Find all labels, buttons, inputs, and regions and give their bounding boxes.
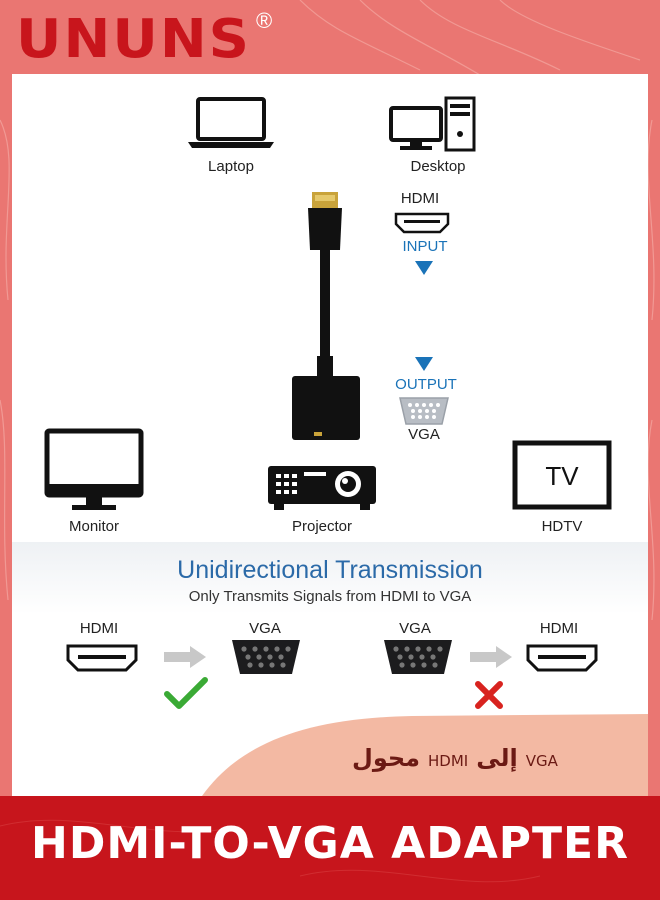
arabic-word-1: محول bbox=[352, 744, 421, 772]
desktop-icon bbox=[389, 96, 476, 152]
blocked-arrow-icon bbox=[470, 646, 512, 668]
decorative-wave bbox=[202, 714, 648, 796]
desktop-label: Desktop bbox=[410, 158, 466, 175]
brand-logo: UNUNS bbox=[16, 8, 252, 71]
allowed-vga-port-icon bbox=[232, 640, 300, 674]
arabic-word-4: VGA bbox=[525, 752, 558, 770]
laptop-label: Laptop bbox=[208, 158, 254, 175]
projector-icon bbox=[268, 466, 376, 510]
output-arrow-down-icon bbox=[415, 357, 433, 371]
adapter-cable-image bbox=[292, 192, 360, 440]
check-icon bbox=[164, 677, 208, 709]
projector-label: Projector bbox=[291, 518, 353, 535]
blocked-to-label: HDMI bbox=[539, 620, 579, 637]
allowed-arrow-icon bbox=[164, 646, 206, 668]
blocked-hdmi-port-icon bbox=[526, 644, 598, 672]
vga-port-icon bbox=[399, 397, 449, 425]
hdmi-port-icon bbox=[394, 212, 450, 234]
hdmi-input-port-label: HDMI bbox=[400, 190, 440, 207]
registered-mark: ® bbox=[256, 8, 273, 33]
blocked-from-label: VGA bbox=[399, 620, 431, 637]
laptop-icon bbox=[188, 97, 274, 148]
output-label: OUTPUT bbox=[395, 376, 457, 393]
arabic-word-2: HDMI bbox=[428, 752, 469, 770]
transmission-subtitle: Only Transmits Signals from HDMI to VGA bbox=[188, 588, 472, 605]
arabic-word-3: إلى bbox=[476, 744, 518, 772]
monitor-label: Monitor bbox=[68, 518, 120, 535]
allowed-from-label: HDMI bbox=[79, 620, 119, 637]
transmission-title: Unidirectional Transmission bbox=[177, 556, 483, 584]
tv-icon: TV bbox=[512, 440, 612, 510]
cross-icon bbox=[475, 681, 503, 709]
diagram-panel: Laptop Desktop HDMI INPUT bbox=[12, 74, 648, 796]
blocked-vga-port-icon bbox=[384, 640, 452, 674]
transmission-section-band bbox=[12, 542, 648, 722]
allowed-hdmi-port-icon bbox=[66, 644, 138, 672]
input-arrow-down-icon bbox=[415, 261, 433, 275]
input-label: INPUT bbox=[402, 238, 448, 255]
hdtv-label: HDTV bbox=[541, 518, 583, 535]
banner-title: HDMI-TO-VGA ADAPTER bbox=[31, 818, 629, 869]
bottom-banner bbox=[0, 796, 660, 900]
allowed-to-label: VGA bbox=[249, 620, 281, 637]
vga-output-port-label: VGA bbox=[408, 426, 440, 443]
tv-screen-text: TV bbox=[545, 461, 579, 491]
arabic-product-line: محول HDMI إلى VGA bbox=[352, 744, 566, 772]
monitor-icon bbox=[44, 428, 144, 510]
